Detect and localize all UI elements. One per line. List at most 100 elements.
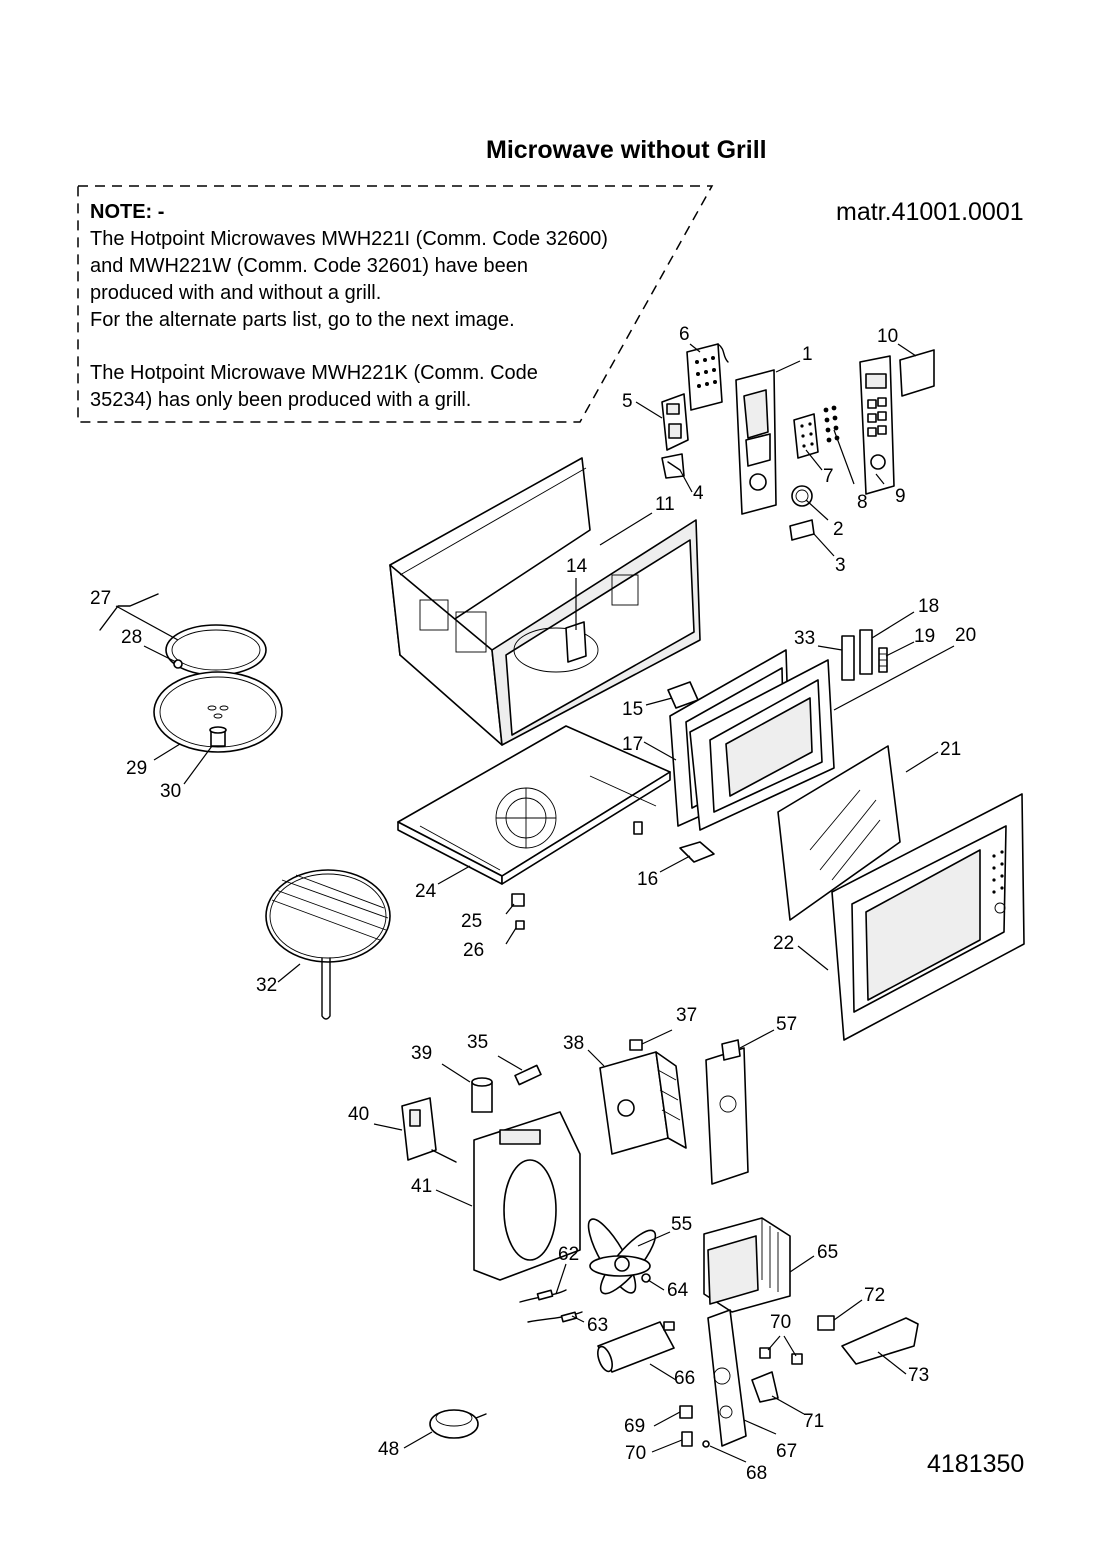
callout-label: 25	[461, 911, 483, 932]
part-39-capacitor-small	[471, 1077, 493, 1113]
callout-label: 40	[348, 1104, 370, 1125]
callout-label: 48	[378, 1439, 400, 1460]
callout-label: 41	[411, 1176, 433, 1197]
part-32-grill-rack	[265, 869, 391, 1020]
page-title: Microwave without Grill	[486, 136, 767, 164]
part-48-motor	[429, 1409, 487, 1439]
material-code: matr.41001.0001	[836, 198, 1024, 226]
note-line	[90, 334, 608, 360]
callout-label: 32	[256, 975, 278, 996]
callout-label: 62	[558, 1244, 580, 1265]
callout-label: 70	[770, 1312, 792, 1333]
callout-label: 3	[835, 555, 846, 576]
part-37-clip	[629, 1039, 643, 1051]
part-55-fan-blade	[587, 1218, 657, 1295]
part-33-latch	[841, 635, 855, 681]
callout-label: 72	[864, 1285, 886, 1306]
leader-lines	[115, 343, 955, 1463]
callout-label: 21	[940, 739, 962, 760]
callout-label: 67	[776, 1441, 798, 1462]
callout-label: 65	[817, 1242, 839, 1263]
callout-label: 29	[126, 758, 148, 779]
callout-label: 15	[622, 699, 644, 720]
part-62-sensor-lead	[519, 1289, 567, 1303]
part-70-microswitch-a	[681, 1431, 693, 1447]
part-73-lever-arm	[841, 1317, 919, 1365]
part-18-latch-hook	[859, 629, 873, 675]
callout-label: 69	[624, 1416, 646, 1437]
part-68-screw	[702, 1440, 710, 1448]
callout-label: 39	[411, 1043, 433, 1064]
callout-label: 57	[776, 1014, 798, 1035]
part-71-latch-lever	[751, 1371, 779, 1403]
part-72-switch-clip	[817, 1315, 835, 1331]
callout-label: 11	[655, 494, 675, 515]
part-57-mount-bracket	[705, 1039, 749, 1185]
part-25-foot	[511, 893, 525, 907]
part-11-oven-cavity	[389, 457, 701, 746]
callout-label: 17	[622, 734, 644, 755]
callout-label: 1	[802, 344, 813, 365]
callout-label: 26	[463, 940, 485, 961]
part-21-door-glass	[777, 745, 901, 921]
callout-label: 28	[121, 627, 143, 648]
part-foot-small	[633, 821, 643, 835]
callout-label: 71	[803, 1411, 825, 1432]
part-6-keypad-membrane	[686, 343, 729, 411]
note-line: For the alternate parts list, go to the …	[90, 309, 515, 331]
note-line: 35234) has only been produced with a gri…	[90, 389, 472, 411]
note-dashed-frame	[77, 185, 714, 423]
part-5-control-pcb	[661, 393, 689, 451]
callout-label: 73	[908, 1365, 930, 1386]
note-line: The Hotpoint Microwaves MWH221I (Comm. C…	[90, 228, 608, 250]
part-8-button-set	[823, 405, 840, 443]
part-27-spring	[99, 593, 159, 631]
part-35-fuse	[514, 1064, 542, 1086]
part-3-button	[789, 519, 815, 541]
callout-label: 70	[625, 1443, 647, 1464]
part-65-transformer	[703, 1217, 791, 1313]
callout-label: 20	[955, 625, 977, 646]
part-66-hv-capacitor	[597, 1321, 675, 1373]
callout-label: 30	[160, 781, 182, 802]
part-7-button-plate	[793, 413, 819, 459]
callout-label: 68	[746, 1463, 768, 1484]
callout-label: 18	[918, 596, 940, 617]
part-69-microswitch	[679, 1405, 693, 1419]
part-38-magnetron	[599, 1051, 687, 1155]
part-40-thermostat-bracket	[401, 1097, 457, 1163]
part-70-microswitch-b	[759, 1347, 803, 1365]
callout-label: 4	[693, 483, 704, 504]
part-28-roller-ring	[165, 624, 267, 676]
part-16-hinge-lower	[679, 841, 715, 863]
callout-label: 66	[674, 1368, 696, 1389]
callout-label: 5	[622, 391, 633, 412]
part-24-base-plate	[397, 725, 671, 885]
part-67-door-switch-bracket	[707, 1309, 747, 1447]
callout-label: 10	[877, 326, 899, 347]
callout-label: 55	[671, 1214, 693, 1235]
note-line: and MWH221W (Comm. Code 32601) have been	[90, 255, 528, 277]
note-box: NOTE: - The Hotpoint Microwaves MWH221I …	[90, 199, 608, 414]
part-19-spring	[878, 647, 888, 673]
note-heading: NOTE: -	[90, 201, 165, 223]
callout-label: 27	[90, 588, 112, 609]
part-10-display-window	[899, 349, 935, 397]
callout-label: 35	[467, 1032, 489, 1053]
callout-label: 8	[857, 492, 868, 513]
part-9-front-fascia	[859, 355, 895, 495]
callout-label: 22	[773, 933, 795, 954]
callout-label: 63	[587, 1315, 609, 1336]
callout-label: 7	[823, 466, 834, 487]
callout-label: 14	[566, 556, 588, 577]
callout-label: 2	[833, 519, 844, 540]
part-30-coupler	[209, 726, 227, 747]
part-22-outer-door-frame	[831, 793, 1025, 1041]
part-4-bracket	[661, 453, 685, 479]
callout-label: 37	[676, 1005, 698, 1026]
callout-label: 33	[794, 628, 816, 649]
part-29-glass-tray	[153, 671, 283, 753]
callout-label: 16	[637, 869, 659, 890]
note-line: The Hotpoint Microwave MWH221K (Comm. Co…	[90, 362, 538, 384]
